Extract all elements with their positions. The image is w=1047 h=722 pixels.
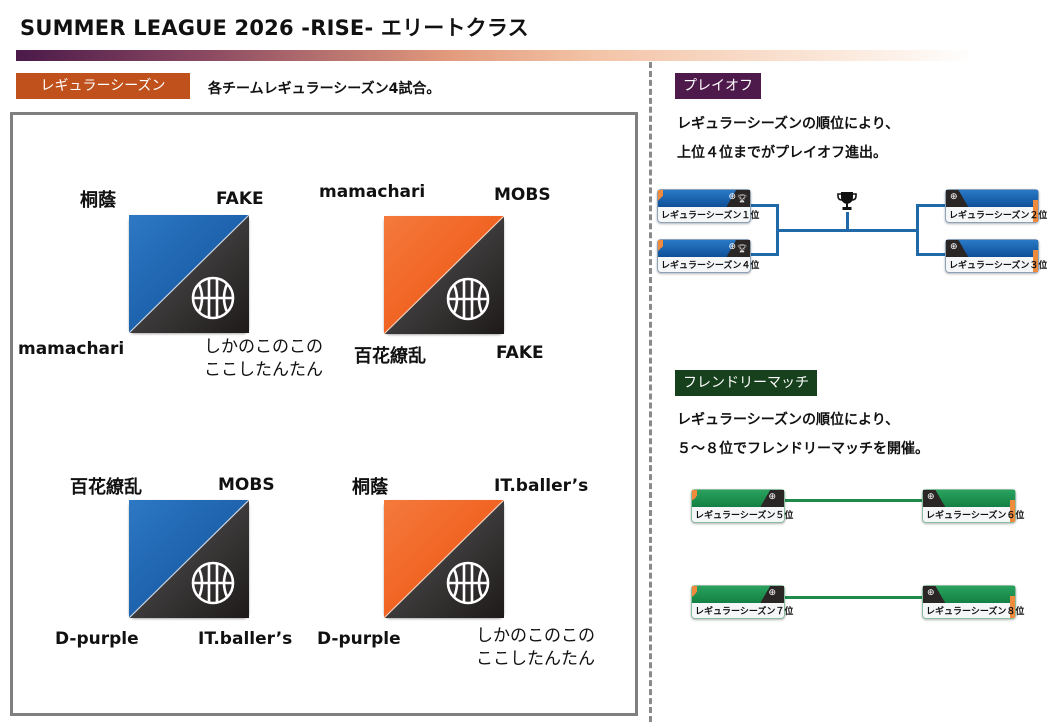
playoff-slot-1: ⊕ 🏆︎ レギュラーシーズン１位 — [657, 189, 759, 223]
basketball-icon: ⊕ — [927, 492, 935, 502]
friendly-description-line2: ５～８位でフレンドリーマッチを開催。 — [677, 441, 929, 457]
friendly-connector-line — [782, 499, 924, 502]
friendly-match-tag: フレンドリーマッチ — [675, 370, 817, 396]
friendly-slot-8: ⊕ レギュラーシーズン８位 — [922, 585, 1024, 619]
bracket-line — [749, 253, 777, 256]
match1-icon — [128, 214, 250, 334]
match4-top-left-team: 桐蔭 — [352, 477, 388, 498]
bracket-line — [916, 204, 946, 207]
match3-icon — [128, 499, 250, 619]
friendly-slot-label: レギュラーシーズン５位 — [695, 511, 794, 521]
section-divider — [649, 62, 652, 722]
basketball-icon: ⊕ — [768, 588, 776, 598]
match4-bottom-left-team: D-purple — [317, 629, 401, 649]
page-title: SUMMER LEAGUE 2026 -RISE- エリートクラス — [20, 16, 529, 40]
match3-top-left-team: 百花繚乱 — [70, 477, 142, 498]
playoff-slot-label: レギュラーシーズン３位 — [949, 261, 1047, 271]
basketball-icon: ⊕ — [950, 242, 958, 252]
match1-top-left-team: 桐蔭 — [80, 190, 116, 211]
friendly-description: レギュラーシーズンの順位により、 ５～８位でフレンドリーマッチを開催。 — [677, 406, 929, 464]
regular-season-description: 各チームレギュラーシーズン4試合。 — [208, 81, 441, 97]
match1-top-right-team: FAKE — [216, 189, 264, 209]
friendly-connector-line — [782, 596, 924, 599]
basketball-match-blue-icon — [128, 214, 250, 334]
match4-bottom-right-line2: ここしたんたん — [476, 649, 595, 669]
match4-bottom-right-team: しかのこのこの ここしたんたん — [476, 625, 595, 671]
playoff-slot-4: ⊕ 🏆︎ レギュラーシーズン４位 — [657, 239, 759, 273]
match1-bottom-right-line1: しかのこのこの — [204, 337, 323, 357]
regular-season-tag: レギュラーシーズン — [16, 73, 190, 99]
playoff-slot-2: ⊕ レギュラーシーズン２位 — [945, 189, 1047, 223]
match2-top-right-team: MOBS — [494, 185, 551, 205]
friendly-slot-label: レギュラーシーズン６位 — [926, 511, 1025, 521]
friendly-slot-label: レギュラーシーズン７位 — [695, 607, 794, 617]
match1-bottom-right-team: しかのこのこの ここしたんたん — [204, 336, 323, 382]
match2-icon — [383, 215, 505, 335]
trophy-icon: 🏆︎ — [736, 244, 747, 253]
friendly-slot-5: ⊕ レギュラーシーズン５位 — [691, 489, 793, 523]
match4-bottom-right-line1: しかのこのこの — [476, 626, 595, 646]
playoff-tag: プレイオフ — [675, 73, 761, 99]
playoff-slot-label: レギュラーシーズン１位 — [661, 211, 760, 221]
playoff-description: レギュラーシーズンの順位により、 上位４位までがプレイオフ進出。 — [677, 110, 899, 168]
basketball-icon: ⊕ — [768, 492, 776, 502]
basketball-match-orange-icon — [383, 215, 505, 335]
basketball-icon: ⊕ — [728, 242, 736, 252]
match4-top-right-team: IT.baller’s — [494, 476, 589, 496]
match2-bottom-left-team: 百花繚乱 — [354, 346, 426, 367]
friendly-slot-7: ⊕ レギュラーシーズン７位 — [691, 585, 793, 619]
basketball-icon: ⊕ — [728, 192, 736, 202]
bracket-line — [916, 204, 919, 256]
playoff-description-line1: レギュラーシーズンの順位により、 — [677, 116, 900, 132]
match1-bottom-right-line2: ここしたんたん — [204, 360, 323, 380]
trophy-icon — [837, 192, 857, 210]
friendly-description-line1: レギュラーシーズンの順位により、 — [677, 412, 900, 428]
playoff-slot-label: レギュラーシーズン４位 — [661, 261, 760, 271]
playoff-slot-label: レギュラーシーズン２位 — [949, 211, 1047, 221]
match3-bottom-right-team: IT.baller’s — [198, 629, 293, 649]
title-underline-gradient — [16, 50, 976, 61]
basketball-match-blue-icon — [128, 499, 250, 619]
bracket-line — [846, 212, 849, 231]
basketball-match-orange-icon — [383, 499, 505, 619]
playoff-slot-3: ⊕ レギュラーシーズン３位 — [945, 239, 1047, 273]
friendly-slot-6: ⊕ レギュラーシーズン６位 — [922, 489, 1024, 523]
match2-bottom-right-team: FAKE — [496, 343, 544, 363]
bracket-line — [749, 204, 777, 207]
match3-bottom-left-team: D-purple — [55, 629, 139, 649]
playoff-description-line2: 上位４位までがプレイオフ進出。 — [677, 145, 887, 161]
bracket-line — [916, 253, 946, 256]
friendly-slot-label: レギュラーシーズン８位 — [926, 607, 1025, 617]
basketball-icon: ⊕ — [927, 588, 935, 598]
match2-top-left-team: mamachari — [319, 182, 426, 202]
regular-season-frame — [10, 112, 638, 716]
basketball-icon: ⊕ — [950, 192, 958, 202]
match4-icon — [383, 499, 505, 619]
match3-top-right-team: MOBS — [218, 475, 275, 495]
match1-bottom-left-team: mamachari — [18, 339, 125, 359]
trophy-icon: 🏆︎ — [736, 194, 747, 203]
